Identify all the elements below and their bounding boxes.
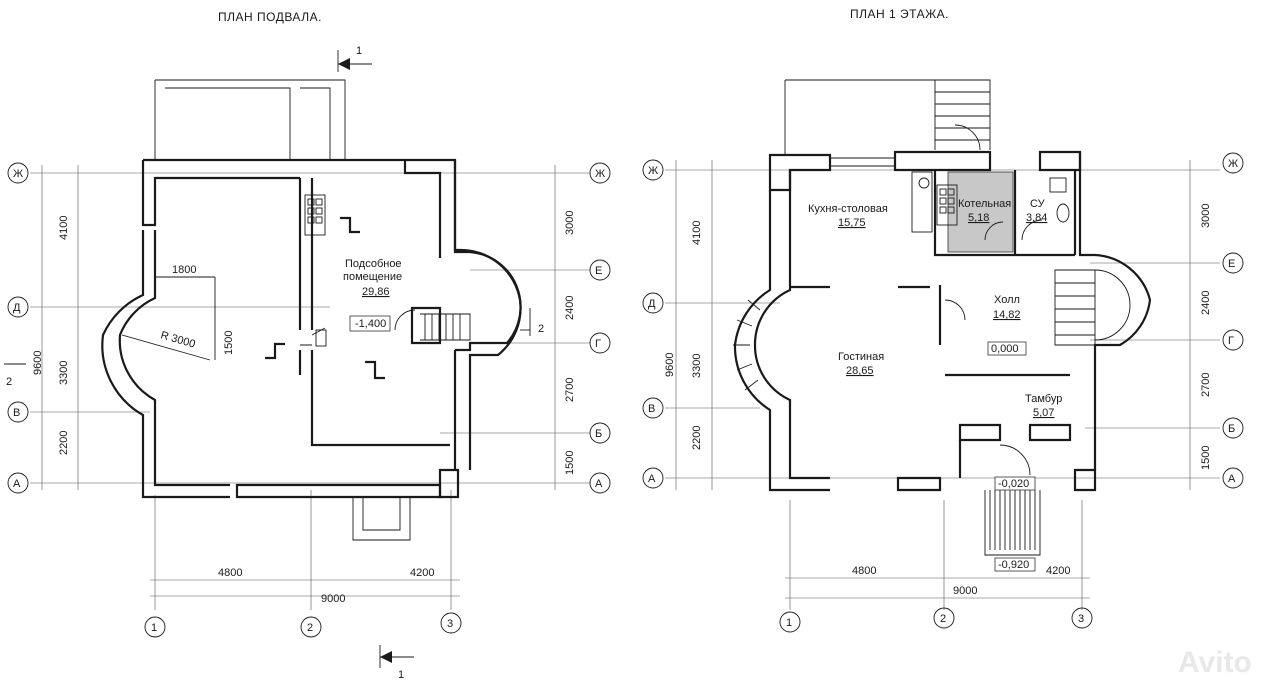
- room-vestibule-name: Тамбур: [1025, 393, 1062, 405]
- floor1-room-labels: Кухня-столовая 15,75 Котельная 5,18 СУ 3…: [808, 198, 1062, 572]
- basement-walls: R 3000 1800 1500: [101, 79, 522, 541]
- f1-axis-b-right: Б: [1228, 423, 1235, 435]
- basement-room-name-2: помещение: [343, 271, 402, 283]
- dim-2200: 2200: [58, 431, 70, 455]
- room-living-name: Гостиная: [838, 351, 884, 363]
- f1-dim-9000: 9000: [953, 585, 977, 597]
- basement-title: ПЛАН ПОДВАЛА.: [218, 10, 322, 24]
- f1-dim-3300: 3300: [691, 354, 703, 378]
- basement-room-name-1: Подсобное: [345, 258, 402, 270]
- room-kitchen-area: 15,75: [838, 217, 866, 229]
- section-2-left: 2: [6, 376, 12, 388]
- room-bath-area: 3,84: [1026, 212, 1047, 224]
- f1-axis-e-right: Е: [1228, 258, 1235, 270]
- room-vestibule-area: 5,07: [1033, 407, 1054, 419]
- f1-axis-3: 3: [1078, 613, 1084, 625]
- f1-dim-2400: 2400: [1200, 291, 1212, 315]
- basement-axis-bubbles: Ж Д В А Ж Е Г Б А 1 2 3: [7, 162, 611, 638]
- f1-dim-1500: 1500: [1200, 446, 1212, 470]
- basement-dimensions: 4100 9600 3300 2200 3000 2400 2700 1500 …: [32, 211, 576, 605]
- basement-room-area: 29,86: [362, 286, 390, 298]
- axis-label-a-right: А: [595, 478, 603, 490]
- basement-grid: [30, 165, 590, 610]
- level-0020: -0,020: [998, 478, 1029, 490]
- axis-label-v-left: В: [13, 407, 20, 419]
- floor1-grid: [665, 160, 1220, 610]
- axis-label-2: 2: [307, 622, 313, 634]
- dim-4200: 4200: [410, 567, 434, 579]
- axis-label-a-left: А: [13, 478, 21, 490]
- f1-axis-d-left: Д: [648, 298, 656, 310]
- f1-axis-1: 1: [786, 617, 792, 629]
- basement-section-markers: 1 1 2 2: [4, 45, 544, 681]
- dim-1500: 1500: [564, 451, 576, 475]
- f1-axis-2: 2: [940, 613, 946, 625]
- room-boiler-name: Котельная: [958, 198, 1011, 210]
- axis-label-zh-right: Ж: [595, 168, 605, 180]
- section-1-bottom: 1: [398, 669, 404, 681]
- axis-label-e-right: Е: [595, 265, 602, 277]
- f1-dim-3000: 3000: [1200, 204, 1212, 228]
- f1-dim-4100: 4100: [691, 221, 703, 245]
- avito-watermark: Avito: [1178, 646, 1252, 679]
- dim-1800: 1800: [172, 264, 196, 276]
- f1-axis-zh-left: Ж: [648, 165, 658, 177]
- floor1-walls: [733, 79, 1152, 556]
- f1-axis-a-left: А: [648, 473, 656, 485]
- level-0920: -0,920: [998, 559, 1029, 571]
- room-boiler-area: 5,18: [968, 212, 989, 224]
- dim-1500-inner: 1500: [223, 331, 235, 355]
- axis-label-3: 3: [447, 618, 453, 630]
- axis-label-b-right: Б: [595, 428, 602, 440]
- level-0000: 0,000: [991, 343, 1019, 355]
- f1-dim-4800: 4800: [852, 565, 876, 577]
- floor1-axis-bubbles: Ж Д В А Ж Е Г Б А 1 2 3: [642, 152, 1244, 633]
- dim-3300: 3300: [58, 361, 70, 385]
- basement-level: -1,400: [355, 318, 386, 330]
- room-hall-name: Холл: [994, 294, 1020, 306]
- f1-axis-a-right: А: [1228, 473, 1236, 485]
- room-living-area: 28,65: [846, 365, 874, 377]
- room-hall-area: 14,82: [993, 309, 1021, 321]
- floor1-dimensions: 4100 9600 3300 2200 3000 2400 2700 1500 …: [664, 204, 1212, 597]
- floor1-title: ПЛАН 1 ЭТАЖА.: [850, 7, 949, 21]
- axis-label-d-left: Д: [13, 302, 21, 314]
- dim-9000: 9000: [321, 593, 345, 605]
- f1-dim-2200: 2200: [691, 426, 703, 450]
- axis-label-zh-left: Ж: [13, 168, 23, 180]
- dim-4800: 4800: [218, 567, 242, 579]
- room-kitchen-name: Кухня-столовая: [808, 203, 888, 215]
- f1-dim-9600: 9600: [664, 353, 676, 377]
- f1-axis-zh-right: Ж: [1228, 158, 1238, 170]
- basement-room-label: Подсобное помещение 29,86 -1,400: [343, 258, 402, 332]
- dim-2400: 2400: [564, 296, 576, 320]
- dim-2700: 2700: [564, 378, 576, 402]
- f1-dim-2700: 2700: [1200, 373, 1212, 397]
- dim-3000: 3000: [564, 211, 576, 235]
- f1-axis-v-left: В: [648, 403, 655, 415]
- dim-4100: 4100: [58, 216, 70, 240]
- section-2-right: 2: [538, 323, 544, 335]
- f1-axis-g-right: Г: [1228, 335, 1234, 347]
- room-bath-name: СУ: [1030, 198, 1046, 210]
- axis-label-1: 1: [151, 622, 157, 634]
- axis-label-g-right: Г: [595, 338, 601, 350]
- section-1-top: 1: [356, 45, 362, 57]
- dim-9600: 9600: [32, 351, 44, 375]
- f1-dim-4200: 4200: [1046, 565, 1070, 577]
